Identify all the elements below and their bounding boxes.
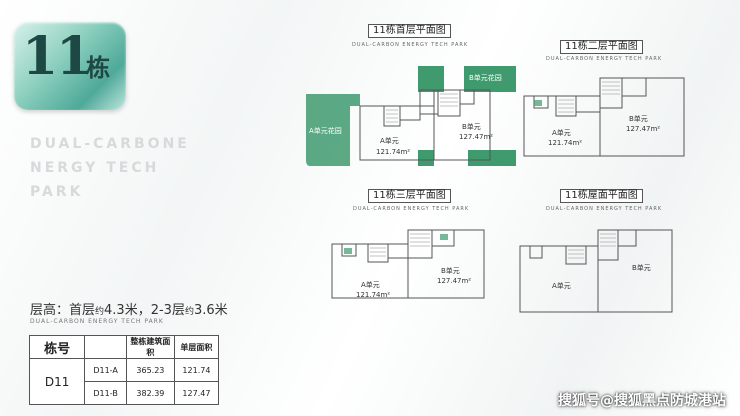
stair-hatch (558, 81, 620, 113)
unit-b-label: B单元 (632, 264, 651, 272)
table-cell-total: 382.39 (125, 381, 175, 405)
building-number: 11 (22, 26, 92, 87)
plan-subtitle-roof: DUAL-CARBON ENERGY TECH PARK (546, 206, 663, 212)
floor-height-approx: 约 (95, 307, 105, 317)
garden-b-shape (464, 66, 516, 92)
unit-a-label: A单元 (552, 129, 571, 137)
table-cell-unit: D11-B (84, 381, 127, 405)
garden-b-shape (468, 150, 516, 166)
garden-a-label: A单元花园 (309, 127, 342, 135)
plan-title-second: 11栋二层平面图 (560, 40, 643, 54)
table-cell-single: 121.74 (173, 358, 220, 382)
area-table: 栋号 整栋建筑面积 单层面积 D11 D11-A 365.23 121.74 D… (28, 335, 220, 405)
floor-height-subtitle: DUAL-CARBON ENERGY TECH PARK (30, 318, 164, 325)
table-head-total: 整栋建筑面积 (125, 335, 175, 359)
building-outline (331, 229, 485, 299)
unit-b-area: 127.47m² (459, 133, 494, 141)
elevator-mark (534, 100, 542, 106)
floor-plan-ground (306, 66, 516, 166)
elevator-mark (440, 234, 448, 240)
floor-height-label: 层高：首层 (30, 303, 96, 318)
unit-a-area: 121.74m² (376, 148, 411, 156)
table-cell-total: 365.23 (125, 358, 175, 382)
floor-plan-third (331, 229, 485, 299)
unit-b-label: B单元 (441, 267, 460, 275)
park-slogan: DUAL-CARBONE NERGY TECH PARK (30, 136, 190, 200)
table-head-unit: 单层面积 (173, 335, 220, 359)
building-char: 栋 (86, 54, 110, 82)
garden-b-shape (418, 150, 434, 166)
building-outline (519, 229, 673, 313)
floor-height-value-2: 3.6米 (193, 303, 228, 318)
plan-title-roof: 11栋屋面平面图 (560, 189, 643, 203)
table-cell-unit: D11-A (84, 358, 127, 382)
elevator-mark (344, 248, 352, 254)
unit-b-label: B单元 (462, 123, 481, 131)
floor-plan-roof (519, 229, 673, 313)
table-building: D11 (28, 358, 86, 405)
stair-hatch (386, 93, 458, 123)
stair-hatch (568, 233, 616, 259)
unit-a-label: A单元 (380, 137, 399, 145)
building-outline (523, 77, 685, 157)
unit-a-label: A单元 (361, 281, 380, 289)
unit-b-label: B单元 (629, 115, 648, 123)
floor-plan-second (523, 77, 685, 157)
garden-b-shape (418, 66, 444, 92)
floor-height-approx: 约 (184, 307, 194, 317)
plan-subtitle-second: DUAL-CARBON ENERGY TECH PARK (546, 56, 663, 62)
plan-title-ground: 11栋首层平面图 (368, 24, 451, 38)
garden-a-shape (306, 94, 360, 166)
plan-title-third: 11栋三层平面图 (368, 189, 451, 203)
unit-a-area: 121.74m² (548, 139, 583, 147)
unit-b-area: 127.47m² (626, 125, 661, 133)
plan-subtitle-ground: DUAL-CARBON ENERGY TECH PARK (352, 42, 469, 48)
floor-height: 层高：首层约4.3米，2-3层约3.6米 (30, 299, 228, 318)
building-outline (359, 89, 491, 161)
table-head-building: 栋号 (28, 335, 86, 359)
unit-b-area: 127.47m² (437, 277, 472, 285)
plan-subtitle-third: DUAL-CARBON ENERGY TECH PARK (353, 206, 470, 212)
floor-height-value-1: 4.3米，2-3层 (104, 303, 185, 318)
watermark: 搜狐号@搜狐黑点防城港站 (558, 393, 726, 409)
building-badge (14, 22, 126, 110)
table-cell-single: 127.47 (173, 381, 220, 405)
unit-a-label: A单元 (552, 282, 571, 290)
unit-a-area: 121.74m² (356, 291, 391, 299)
stair-hatch (370, 233, 430, 257)
garden-b-label: B单元花园 (469, 74, 502, 82)
